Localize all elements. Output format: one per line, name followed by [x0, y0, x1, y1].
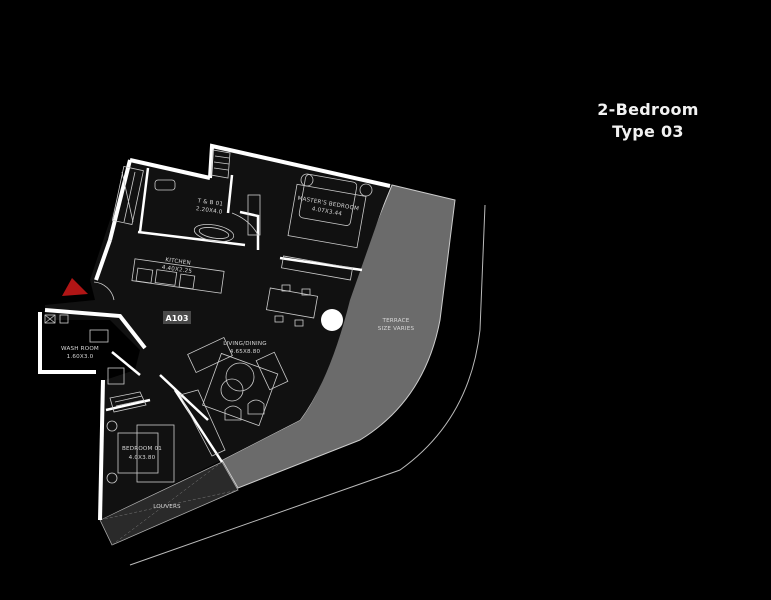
dining-table — [265, 284, 319, 327]
entry-door — [93, 281, 115, 301]
wardrobe — [179, 389, 226, 457]
terrace-size: SIZE VARIES — [378, 326, 415, 332]
unit-floor — [45, 146, 390, 520]
title-type: Type 03 — [612, 122, 684, 141]
master-bed — [281, 173, 373, 281]
living-furniture — [187, 336, 289, 427]
louvers-label: LOUVERS — [153, 504, 181, 510]
tb01-label: T & B 01 — [196, 198, 223, 208]
column — [321, 309, 343, 331]
tb01-size: 2.20X4.0 — [195, 206, 223, 216]
bedroom01-bed — [106, 420, 175, 484]
living-dining-size: 4.65X8.80 — [230, 349, 261, 355]
storage-closet — [111, 166, 144, 225]
interior-walls — [105, 167, 363, 463]
kitchen-counter — [131, 258, 225, 294]
wash-room-size: 1.60X3.0 — [67, 354, 94, 360]
bedroom01-label: BEDROOM 01 — [122, 446, 162, 452]
living-dining-label: LIVING/DINING — [223, 341, 267, 347]
exterior-walls — [38, 143, 391, 521]
unit-type-title: 2-Bedroom Type 03 — [580, 99, 716, 143]
louvers-area — [99, 461, 239, 546]
tb01-fixtures — [154, 149, 261, 243]
master-bedroom-size: 4.07X3.44 — [311, 206, 342, 217]
unit-tag-label: A103 — [166, 314, 189, 323]
bedroom01-size: 4.0X3.80 — [129, 455, 156, 461]
wash-room-label: WASH ROOM — [61, 346, 99, 352]
entry-arrow-icon — [62, 278, 88, 296]
wash-room-fixtures — [44, 314, 125, 385]
unit-tag: A103 — [163, 311, 191, 324]
kitchen-label: KITCHEN — [165, 257, 191, 267]
kitchen-size: 4.40X2.25 — [161, 265, 192, 275]
bedroom-closet — [109, 391, 147, 413]
site-boundary-line — [129, 204, 486, 566]
title-bedroom-count: 2-Bedroom — [597, 100, 699, 119]
terrace-label: TERRACE — [381, 318, 409, 324]
